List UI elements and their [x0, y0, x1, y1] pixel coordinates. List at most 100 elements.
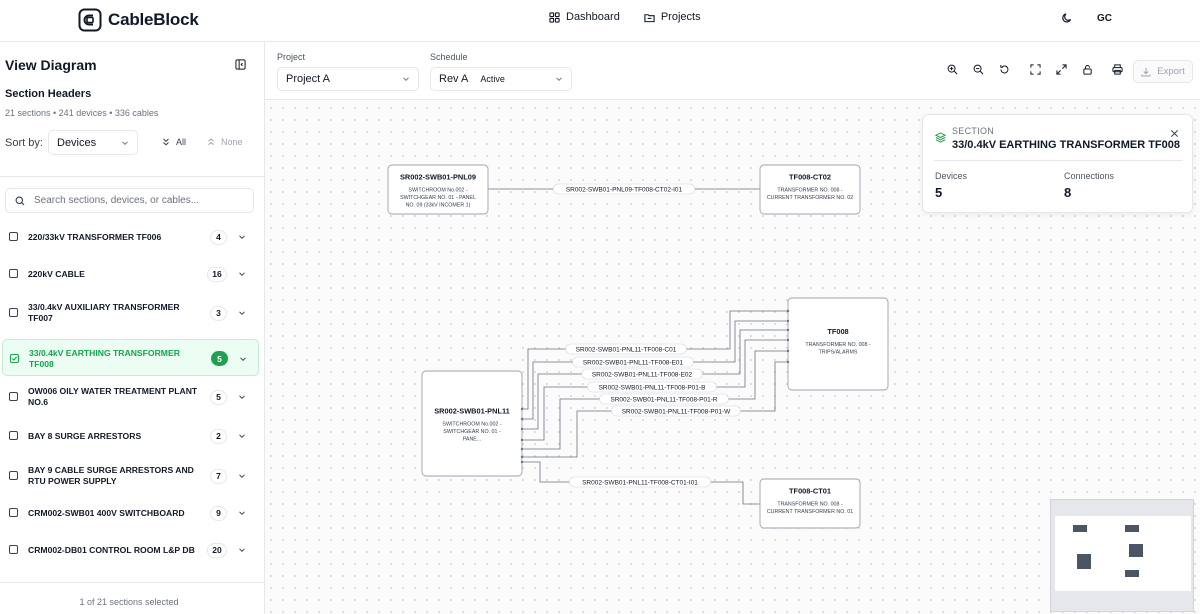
connection-handle[interactable] [786, 309, 790, 313]
section-checkbox[interactable] [9, 232, 18, 241]
cable-label-pill[interactable] [572, 356, 694, 368]
sort-select[interactable]: Devices [48, 130, 138, 155]
device-node-box[interactable] [387, 164, 489, 215]
device-node-description: SWITCHGEAR NO. 01 - PANEL [400, 195, 476, 201]
connection-handle[interactable] [786, 319, 790, 323]
app-name: CableBlock [108, 10, 199, 29]
device-node-box[interactable] [787, 297, 889, 391]
fullscreen-icon[interactable] [1056, 64, 1067, 75]
select-all-button[interactable]: All [162, 137, 186, 147]
device-node-box[interactable] [759, 164, 861, 215]
chevron-down-icon[interactable] [238, 309, 246, 317]
nav-projects[interactable]: Projects [644, 11, 701, 23]
chevron-down-icon[interactable] [238, 432, 246, 440]
connection-handle[interactable] [520, 427, 524, 431]
cable-label-pill[interactable] [581, 368, 703, 380]
section-checkbox[interactable] [9, 308, 18, 317]
zoom-out-icon[interactable] [973, 64, 984, 75]
cable-label-pill[interactable] [587, 381, 717, 393]
connection-handle[interactable] [786, 349, 790, 353]
cable-label[interactable]: SR002-SWB01-PNL11-TF008-P01-W [611, 405, 741, 417]
section-list-item[interactable]: BAY 8 SURGE ARRESTORS 2 [0, 423, 265, 449]
cable-label[interactable]: SR002-SWB01-PNL09-TF008-CT02-I01 [553, 183, 695, 195]
device-node-box[interactable] [421, 370, 523, 477]
schedule-select[interactable]: Rev A Active [430, 67, 572, 91]
cable-label[interactable]: SR002-SWB01-PNL11-TF008-E01 [572, 356, 694, 368]
connection-handle[interactable] [786, 338, 790, 342]
reset-view-icon[interactable] [999, 64, 1010, 75]
main-nav: Dashboard Projects [549, 11, 701, 23]
minimap[interactable] [1050, 499, 1194, 612]
connection-handle[interactable] [786, 328, 790, 332]
cable-label[interactable]: SR002-SWB01-PNL11-TF008-P01-R [599, 393, 729, 405]
user-avatar[interactable]: GC [1097, 12, 1112, 24]
chevron-down-icon[interactable] [238, 509, 246, 517]
device-count-badge: 2 [210, 428, 227, 444]
cable-label[interactable]: SR002-SWB01-PNL11-TF008-C01 [565, 343, 687, 355]
connection-handle[interactable] [520, 407, 524, 411]
section-checkbox[interactable] [10, 353, 19, 363]
section-label: CRM002-DB01 CONTROL ROOM L&P DB [28, 544, 195, 555]
cable-label-pill[interactable] [611, 405, 741, 417]
section-checkbox[interactable] [9, 471, 18, 480]
brand[interactable]: CableBlock [78, 8, 199, 32]
chevron-down-icon[interactable] [238, 270, 246, 278]
moon-icon[interactable] [1061, 12, 1073, 24]
section-search[interactable] [5, 188, 254, 213]
divider [934, 160, 1183, 161]
connection-handle[interactable] [520, 447, 524, 451]
select-none-button[interactable]: None [207, 137, 243, 147]
chevron-down-icon[interactable] [238, 233, 246, 241]
lock-icon[interactable] [1082, 64, 1093, 75]
chevron-down-icon[interactable] [238, 472, 246, 480]
section-list-item[interactable]: BAY 9 CABLE SURGE ARRESTORS AND RTU POWE… [0, 460, 265, 492]
close-icon[interactable] [1170, 129, 1179, 138]
section-checkbox[interactable] [9, 545, 18, 554]
connection-handle[interactable] [520, 455, 524, 459]
sidebar-collapse-icon[interactable] [235, 59, 246, 70]
section-label: BAY 8 SURGE ARRESTORS [28, 430, 142, 441]
zoom-in-icon[interactable] [947, 64, 958, 75]
search-input[interactable] [34, 195, 234, 206]
diagram-canvas[interactable]: Project Project A Schedule Rev A Active … [265, 42, 1200, 614]
chevron-down-icon[interactable] [239, 355, 247, 363]
device-node-title: TF008-CT01 [789, 487, 831, 496]
fit-view-icon[interactable] [1030, 64, 1041, 75]
print-icon[interactable] [1112, 64, 1123, 75]
chevron-down-icon[interactable] [238, 546, 246, 554]
device-node-box[interactable] [759, 478, 861, 529]
connection-handle[interactable] [786, 360, 790, 364]
nav-dashboard[interactable]: Dashboard [549, 11, 620, 23]
cable-label-pill[interactable] [599, 393, 729, 405]
connection-handle[interactable] [520, 438, 524, 442]
export-button[interactable]: Export [1133, 60, 1193, 83]
section-checkbox[interactable] [9, 431, 18, 440]
section-checkbox[interactable] [9, 269, 18, 278]
cable-label[interactable]: SR002-SWB01-PNL11-TF008-E02 [581, 368, 703, 380]
section-checkbox[interactable] [9, 392, 18, 401]
cable-label-pill[interactable] [565, 343, 687, 355]
cable-label[interactable]: SR002-SWB01-PNL11-TF008-CT01-I01 [569, 476, 711, 488]
section-checkbox[interactable] [9, 508, 18, 517]
connection-handle[interactable] [520, 460, 524, 464]
minimap-viewport[interactable] [1055, 516, 1191, 591]
connection-handle[interactable] [520, 417, 524, 421]
project-select[interactable]: Project A [277, 67, 419, 91]
cable-label[interactable]: SR002-SWB01-PNL11-TF008-P01-B [587, 381, 717, 393]
cable-label-pill[interactable] [569, 476, 711, 488]
chevron-down-icon[interactable] [238, 393, 246, 401]
cable-label-pill[interactable] [553, 183, 695, 195]
